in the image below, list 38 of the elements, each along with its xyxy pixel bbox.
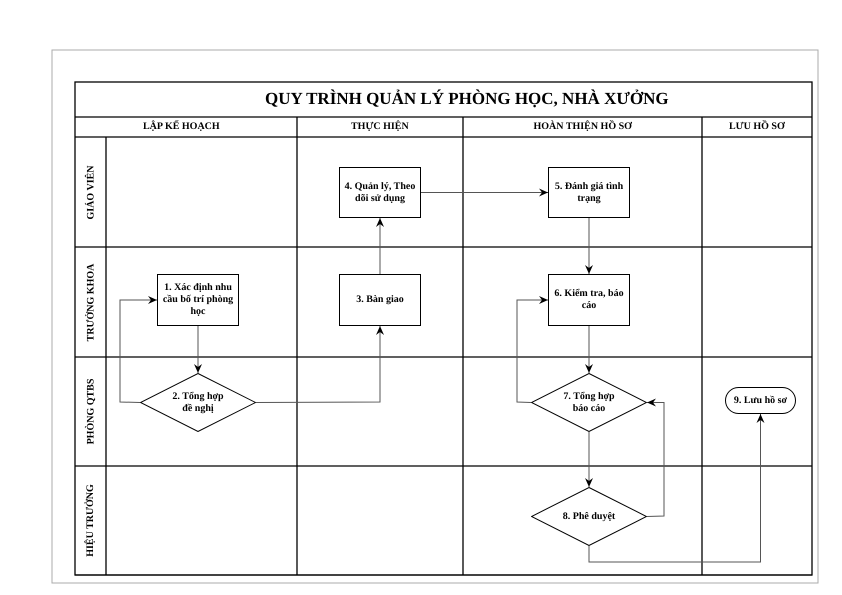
- process-box: [548, 167, 630, 218]
- process-box: [157, 274, 239, 326]
- arrow: [256, 326, 384, 403]
- node-text: 8. Phê duyệt: [562, 510, 616, 522]
- lane-label: TRƯỞNG KHOA: [84, 263, 96, 341]
- arrow: [585, 432, 593, 488]
- arrow: [420, 188, 548, 196]
- decision-diamond: [531, 373, 647, 432]
- node-text: 7. Tổng hợp báo cáo: [562, 390, 616, 414]
- process-box: [339, 274, 421, 326]
- column-header: LƯU HỒ SƠ: [729, 121, 785, 132]
- column-header: THỰC HIỆN: [351, 121, 409, 132]
- arrow: [194, 326, 202, 374]
- lane-label: HIỆU TRƯỞNG: [84, 484, 96, 557]
- process-box: [548, 274, 630, 326]
- arrow: [646, 398, 664, 517]
- node-text: 1. Xác định nhu cầu bố trí phòng học: [162, 282, 234, 318]
- node-text: 2. Tổng hợp đề nghị: [171, 390, 225, 414]
- decision-diamond: [531, 487, 647, 546]
- arrow: [585, 218, 593, 274]
- node-text: 4. Quản lý, Theo dõi sử dụng: [344, 180, 416, 204]
- arrow: [588, 414, 764, 562]
- column-header: HOÀN THIỆN HỒ SƠ: [534, 121, 632, 132]
- node-text: 9. Lưu hồ sơ: [734, 394, 788, 406]
- arrow: [585, 326, 593, 374]
- arrow: [516, 296, 548, 403]
- node-text: 5. Đánh giá tình trạng: [554, 180, 624, 204]
- process-box: [339, 167, 421, 218]
- terminal-box: [725, 387, 796, 414]
- diagram-title: QUY TRÌNH QUẢN LÝ PHÒNG HỌC, NHÀ XƯỞNG: [265, 89, 669, 109]
- node-text: 6. Kiểm tra, báo cáo: [553, 288, 625, 312]
- column-header: LẬP KẾ HOẠCH: [143, 121, 220, 132]
- arrow: [120, 296, 158, 403]
- lane-label: PHÒNG QTBS: [84, 378, 96, 444]
- decision-diamond: [140, 373, 256, 432]
- lane-label: GIÁO VIÊN: [85, 165, 96, 219]
- node-text: 3. Bàn giao: [356, 294, 404, 306]
- arrow: [376, 218, 384, 274]
